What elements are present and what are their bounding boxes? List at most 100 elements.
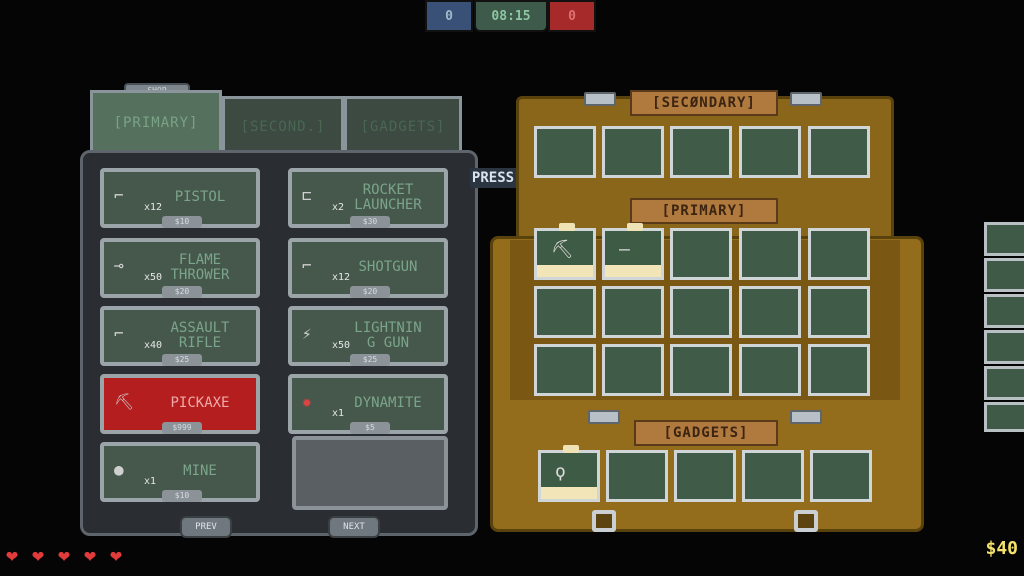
secondary-slot[interactable] bbox=[808, 126, 870, 178]
gadget-slot[interactable] bbox=[674, 450, 736, 502]
shop-item-pickaxe[interactable]: ⛏ PICKAXE $999 bbox=[100, 374, 260, 434]
shop-item-mine[interactable]: ● x1 MINE $10 bbox=[100, 442, 260, 502]
gadget-slot[interactable]: ϙ bbox=[538, 445, 600, 502]
slot-tag bbox=[559, 223, 575, 231]
primary-slot[interactable] bbox=[534, 344, 596, 396]
side-slot[interactable] bbox=[984, 330, 1024, 364]
shop-empty-slot bbox=[292, 436, 448, 510]
item-name: DYNAMITE bbox=[354, 395, 422, 412]
item-price: $20 bbox=[350, 286, 390, 298]
primary-slot[interactable] bbox=[739, 228, 801, 280]
primary-slot[interactable] bbox=[602, 344, 664, 396]
pistol-icon: ⌐ bbox=[114, 186, 124, 205]
heart-icon: ❤ bbox=[110, 543, 123, 567]
pickaxe-icon: ⛏ bbox=[551, 239, 574, 260]
primary-slot[interactable] bbox=[808, 286, 870, 338]
primary-slot[interactable] bbox=[670, 286, 732, 338]
primary-slot[interactable] bbox=[808, 228, 870, 280]
heart-icon: ❤ bbox=[58, 543, 71, 567]
match-timer: 08:15 bbox=[474, 0, 548, 32]
case-latch bbox=[584, 92, 616, 106]
money-counter: $40 bbox=[985, 538, 1018, 559]
side-slot[interactable] bbox=[984, 222, 1024, 256]
heart-icon: ❤ bbox=[32, 543, 45, 567]
case-latch bbox=[588, 410, 620, 424]
gadget-slot[interactable] bbox=[810, 450, 872, 502]
pickaxe-icon: ⛏ bbox=[114, 392, 135, 411]
case-buckle bbox=[794, 510, 818, 532]
secondary-slot[interactable] bbox=[602, 126, 664, 178]
item-name: ASSAULT RIFLE bbox=[170, 319, 230, 351]
shop-item-flamethrower[interactable]: ⊸ x50 FLAME THROWER $20 bbox=[100, 238, 260, 298]
rope-icon: ϙ bbox=[555, 461, 566, 482]
item-price: $999 bbox=[162, 422, 202, 434]
primary-slot[interactable]: ⛏ bbox=[534, 223, 596, 280]
item-qty: x50 bbox=[332, 340, 351, 351]
gadgets-label: [GADGETS] bbox=[634, 420, 778, 446]
shop-item-shotgun[interactable]: ⌐ x12 SHOTGUN $20 bbox=[288, 238, 448, 298]
shop-item-lightning-gun[interactable]: ⚡ x50 LIGHTNIN G GUN $25 bbox=[288, 306, 448, 366]
side-slot[interactable] bbox=[984, 258, 1024, 292]
item-price: $5 bbox=[350, 422, 390, 434]
primary-label: [PRIMARY] bbox=[630, 198, 778, 224]
gadget-slot[interactable] bbox=[606, 450, 668, 502]
lightning-gun-icon: ⚡ bbox=[302, 324, 312, 343]
next-page-button[interactable]: NEXT bbox=[328, 516, 380, 538]
primary-slot[interactable]: — bbox=[602, 223, 664, 280]
secondary-slot[interactable] bbox=[534, 126, 596, 178]
side-slot[interactable] bbox=[984, 294, 1024, 328]
red-team-score: 0 bbox=[548, 0, 596, 32]
item-price: $25 bbox=[350, 354, 390, 366]
shop-item-dynamite[interactable]: ✹ x1 DYNAMITE $5 bbox=[288, 374, 448, 434]
shop-item-pistol[interactable]: ⌐ x12 PISTOL $10 bbox=[100, 168, 260, 228]
case-latch bbox=[790, 410, 822, 424]
primary-slot[interactable] bbox=[739, 286, 801, 338]
primary-slot[interactable] bbox=[534, 286, 596, 338]
item-price: $10 bbox=[162, 216, 202, 228]
item-qty: x2 bbox=[332, 202, 345, 213]
tab-primary[interactable]: [PRIMARY] bbox=[90, 90, 222, 156]
mine-icon: ● bbox=[114, 460, 124, 479]
item-qty: x1 bbox=[332, 408, 345, 419]
press-prompt: PRESS bbox=[470, 168, 516, 188]
sword-icon: — bbox=[619, 239, 630, 260]
primary-slot[interactable] bbox=[670, 228, 732, 280]
item-qty: x40 bbox=[144, 340, 163, 351]
assault-rifle-icon: ⌐ bbox=[114, 324, 124, 343]
secondary-slot[interactable] bbox=[670, 126, 732, 178]
item-price: $25 bbox=[162, 354, 202, 366]
item-name: LIGHTNIN G GUN bbox=[354, 319, 422, 351]
primary-slot[interactable] bbox=[739, 344, 801, 396]
primary-slot[interactable] bbox=[602, 286, 664, 338]
primary-slot[interactable] bbox=[808, 344, 870, 396]
heart-icon: ❤ bbox=[6, 543, 19, 567]
tab-secondary[interactable]: [SECOND.] bbox=[222, 96, 344, 158]
item-name: FLAME THROWER bbox=[170, 251, 230, 283]
side-slot[interactable] bbox=[984, 402, 1024, 432]
blue-team-score: 0 bbox=[425, 0, 473, 32]
shop-item-rocket-launcher[interactable]: ⊏ x2 ROCKET LAUNCHER $30 bbox=[288, 168, 448, 228]
item-price: $10 bbox=[162, 490, 202, 502]
secondary-label: [SECØNDARY] bbox=[630, 90, 778, 116]
tab-gadgets[interactable]: [GADGETS] bbox=[344, 96, 462, 158]
slot-tag bbox=[563, 445, 579, 453]
shop-item-assault-rifle[interactable]: ⌐ x40 ASSAULT RIFLE $25 bbox=[100, 306, 260, 366]
item-name: PICKAXE bbox=[170, 395, 230, 412]
item-name: SHOTGUN bbox=[358, 259, 418, 276]
item-qty: x1 bbox=[144, 476, 157, 487]
dynamite-icon: ✹ bbox=[302, 392, 312, 411]
item-qty: x50 bbox=[144, 272, 163, 283]
side-slot[interactable] bbox=[984, 366, 1024, 400]
item-name: ROCKET LAUNCHER bbox=[354, 181, 422, 213]
slot-tag bbox=[627, 223, 643, 231]
shotgun-icon: ⌐ bbox=[302, 256, 312, 275]
item-name: MINE bbox=[183, 463, 217, 480]
item-qty: x12 bbox=[332, 272, 351, 283]
prev-page-button[interactable]: PREV bbox=[180, 516, 232, 538]
primary-slot[interactable] bbox=[670, 344, 732, 396]
case-buckle bbox=[592, 510, 616, 532]
flamethrower-icon: ⊸ bbox=[114, 256, 124, 275]
item-price: $20 bbox=[162, 286, 202, 298]
gadget-slot[interactable] bbox=[742, 450, 804, 502]
secondary-slot[interactable] bbox=[739, 126, 801, 178]
